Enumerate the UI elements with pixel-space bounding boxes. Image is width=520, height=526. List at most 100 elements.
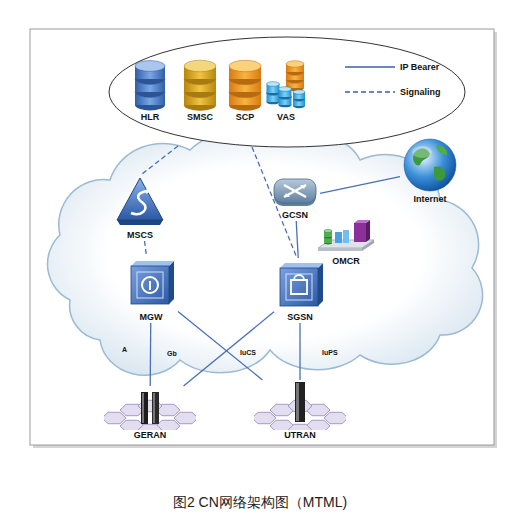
- icon-part: [404, 139, 456, 191]
- network-element: GCSN: [270, 176, 320, 221]
- interface-label: IuCS: [240, 349, 256, 357]
- icon-part: [149, 281, 151, 290]
- icon-part: [286, 274, 312, 300]
- bearer-connector: [184, 312, 274, 386]
- icon-part: [288, 424, 312, 430]
- element-label: MSCS: [114, 230, 166, 241]
- icon-part: [146, 187, 151, 194]
- element-label: MGW: [124, 312, 178, 323]
- network-element: SCP: [223, 58, 267, 123]
- icon-part: [274, 179, 316, 203]
- icon-part: [229, 60, 261, 72]
- bearer-connector: [320, 177, 400, 194]
- icon-part: [293, 90, 305, 94]
- icon-part: [117, 178, 163, 220]
- service-ellipse: [109, 37, 465, 147]
- icon-part: [343, 230, 349, 243]
- icon-part: [354, 223, 366, 242]
- icon-part: [131, 266, 169, 304]
- network-element: HLR: [130, 58, 170, 123]
- picture-frame: [30, 29, 494, 445]
- network-element: VAS: [263, 58, 309, 123]
- icon-part: [135, 61, 165, 111]
- icon-part: [135, 61, 165, 72]
- interface-label: A: [122, 346, 127, 354]
- legend-entry: IP Bearer: [345, 61, 439, 73]
- element-icon: [254, 380, 346, 430]
- icon-part: [142, 277, 158, 293]
- icon-part: [284, 193, 290, 197]
- icon-part: [117, 220, 163, 225]
- network-element: MSCS: [114, 174, 166, 241]
- interface-label: Gb: [167, 350, 177, 358]
- legend-entry: Signaling: [345, 86, 441, 98]
- icon-part: [174, 412, 196, 423]
- element-label: HLR: [130, 112, 170, 123]
- element-icon: [114, 174, 166, 230]
- network-cloud: [48, 132, 483, 375]
- icon-part: [104, 412, 126, 423]
- icon-part: [436, 146, 447, 155]
- element-label: GERAN: [104, 430, 196, 441]
- bearer-connector: [299, 323, 300, 380]
- icon-part: [280, 263, 323, 268]
- icon-part: [294, 275, 304, 280]
- bearer-connector: [150, 323, 152, 386]
- element-label: SMSC: [177, 112, 223, 123]
- network-element: GERAN: [104, 386, 196, 441]
- element-icon: [400, 136, 460, 194]
- icon-part: [274, 179, 316, 206]
- network-element: SGSN: [274, 258, 326, 323]
- legend-line-sample: [345, 91, 395, 93]
- icon-part: [254, 412, 276, 423]
- icon-part: [284, 185, 306, 197]
- element-label: OMCR: [314, 256, 378, 267]
- element-icon: [263, 58, 309, 112]
- network-element: OMCR: [314, 218, 378, 267]
- icon-part: [142, 393, 144, 423]
- bearer-connector: [296, 221, 298, 258]
- element-icon: [274, 258, 326, 312]
- icon-part: [267, 61, 306, 108]
- element-label: SCP: [223, 112, 267, 123]
- element-icon: [104, 386, 196, 430]
- icon-part: [280, 268, 318, 306]
- icon-part: [279, 87, 292, 92]
- legend-text: Signaling: [400, 87, 441, 97]
- element-icon: [124, 256, 178, 312]
- icon-part: [254, 382, 346, 430]
- icon-part: [354, 220, 370, 223]
- icon-part: [404, 139, 456, 191]
- icon-part: [434, 166, 445, 180]
- icon-part: [117, 178, 163, 225]
- icon-part: [184, 60, 216, 72]
- network-element: Internet: [400, 136, 460, 205]
- icon-part: [318, 248, 362, 251]
- icon-part: [131, 191, 147, 214]
- icon-part: [366, 220, 370, 242]
- icon-part: [138, 424, 162, 430]
- icon-part: [131, 261, 174, 304]
- icon-part: [291, 280, 307, 294]
- network-element: SMSC: [177, 58, 223, 123]
- legend-text: IP Bearer: [400, 62, 439, 72]
- element-icon: [177, 58, 223, 112]
- icon-part: [296, 383, 299, 421]
- element-label: GCSN: [270, 210, 320, 221]
- icon-part: [318, 220, 374, 251]
- icon-part: [184, 60, 216, 111]
- icon-part: [318, 263, 323, 306]
- icon-part: [286, 61, 304, 67]
- icon-part: [412, 146, 432, 158]
- icon-part: [137, 272, 163, 298]
- bearer-connector: [178, 311, 262, 380]
- legend-sample: [345, 62, 397, 72]
- icon-part: [335, 232, 342, 243]
- element-icon: [270, 176, 320, 210]
- element-label: Internet: [400, 194, 460, 205]
- legend-sample: [345, 87, 397, 97]
- element-icon: [314, 218, 378, 256]
- signaling-connector: [144, 241, 146, 256]
- icon-part: [169, 261, 174, 304]
